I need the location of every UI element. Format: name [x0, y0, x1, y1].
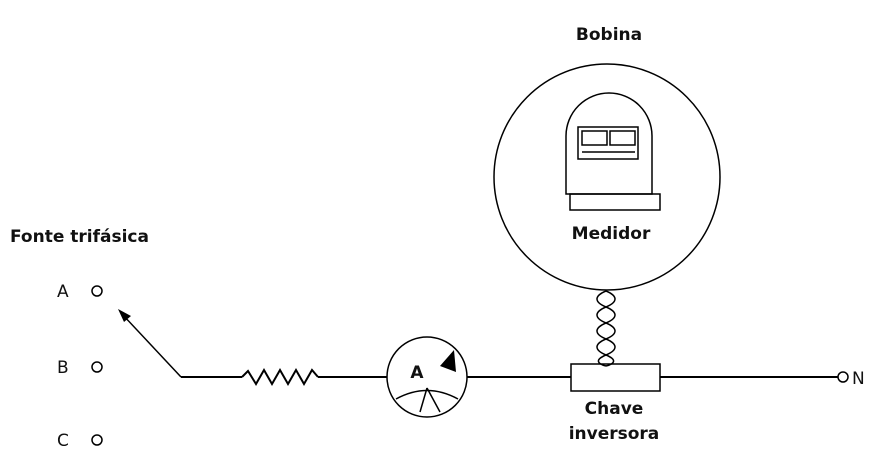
neutral-label: N [852, 369, 865, 389]
coil-label: Bobina [576, 25, 642, 45]
phase-b-terminal [91, 361, 103, 373]
source-label: Fonte trifásica [10, 227, 149, 247]
coil-circle [493, 63, 721, 291]
phase-a-label: A [57, 282, 69, 302]
neutral-terminal [837, 371, 849, 383]
phase-b-label: B [57, 358, 69, 378]
meter-label: Medidor [572, 224, 651, 244]
switch-label-line1: Chave [585, 399, 644, 419]
ammeter-label: A [410, 363, 424, 383]
switch-label-line2: inversora [569, 424, 660, 444]
phase-a-terminal [91, 285, 103, 297]
reversing-switch-box [570, 363, 661, 392]
resistor-icon [241, 367, 319, 387]
selector-switch [118, 309, 182, 378]
ammeter-icon [386, 336, 468, 418]
twisted-cable [596, 290, 616, 367]
meter-icon [565, 92, 661, 211]
phase-c-terminal [91, 434, 103, 446]
phase-c-label: C [57, 431, 69, 451]
